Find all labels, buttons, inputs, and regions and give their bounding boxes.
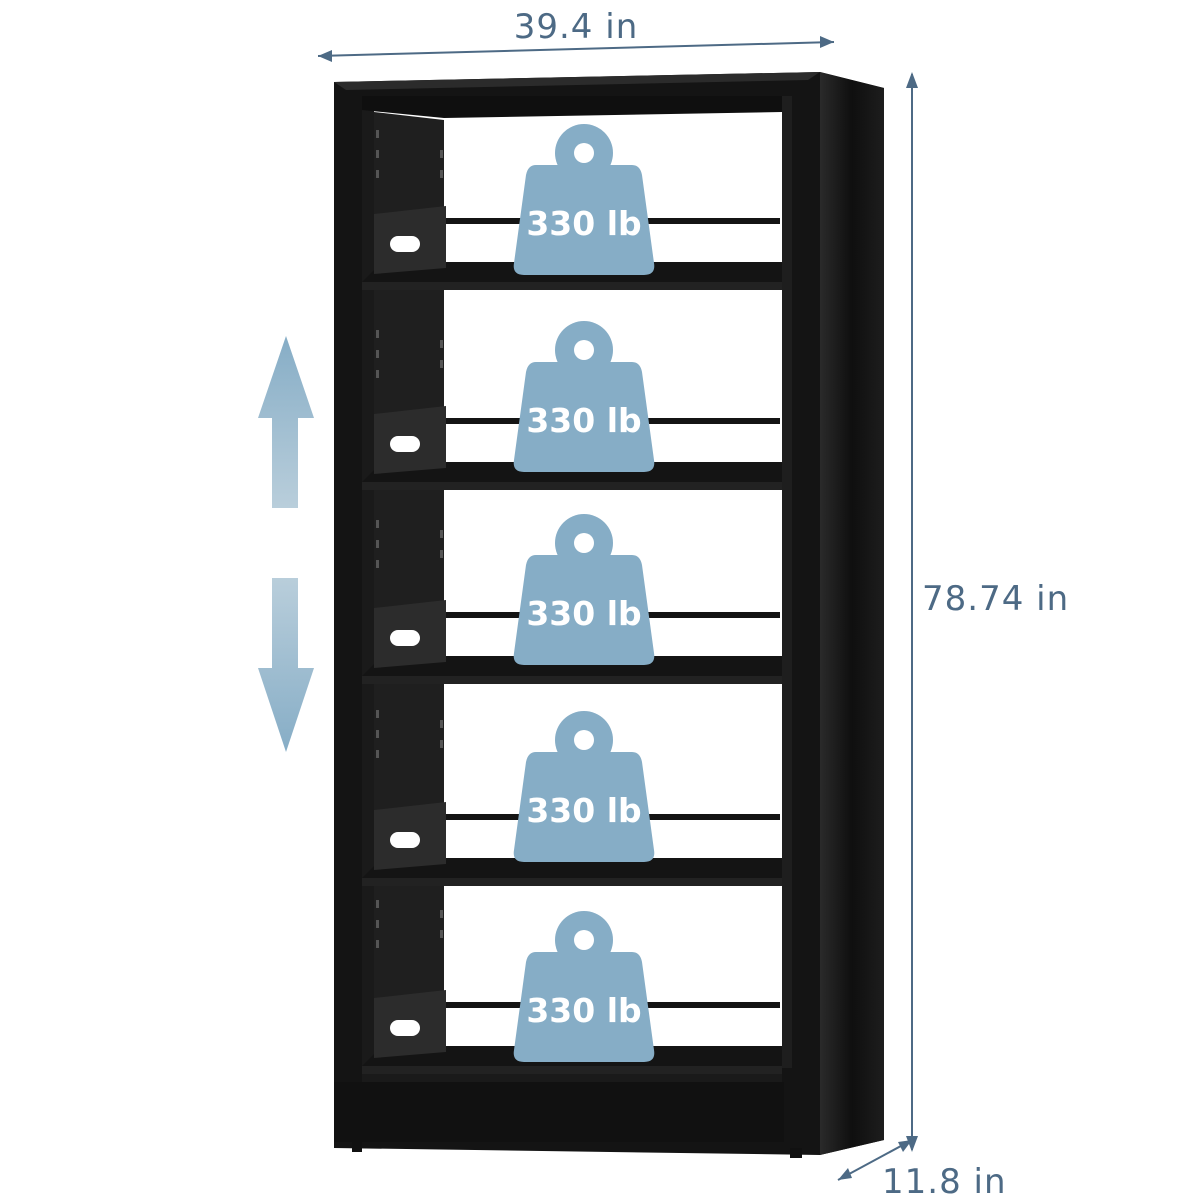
height-label: 78.74 in <box>922 579 1069 619</box>
weight-badges: 330 lb 330 lb 330 lb 330 lb 330 lb <box>513 124 655 1062</box>
weight-icon: 330 lb <box>513 711 655 862</box>
weight-capacity-label: 330 lb <box>526 991 641 1030</box>
bracket-slot <box>390 630 420 646</box>
arrow-up-icon <box>258 336 314 508</box>
weight-capacity-label: 330 lb <box>526 791 641 830</box>
width-label: 39.4 in <box>514 7 639 47</box>
weight-icon: 330 lb <box>513 321 655 472</box>
weight-capacity-label: 330 lb <box>526 594 641 633</box>
depth-label: 11.8 in <box>882 1162 1007 1200</box>
weight-icon: 330 lb <box>513 514 655 665</box>
bracket-slot <box>390 236 420 252</box>
bracket-slot <box>390 436 420 452</box>
width-dimension: 39.4 in <box>317 7 835 62</box>
weight-capacity-label: 330 lb <box>526 204 641 243</box>
weight-icon: 330 lb <box>513 911 655 1062</box>
height-dimension: 78.74 in <box>906 72 1069 1152</box>
depth-dimension: 11.8 in <box>837 1139 1007 1200</box>
arrow-down-icon <box>258 578 314 752</box>
weight-icon: 330 lb <box>513 124 655 275</box>
weight-capacity-label: 330 lb <box>526 401 641 440</box>
bracket-slot <box>390 1020 420 1036</box>
shelves <box>362 206 782 1074</box>
bracket-slot <box>390 832 420 848</box>
